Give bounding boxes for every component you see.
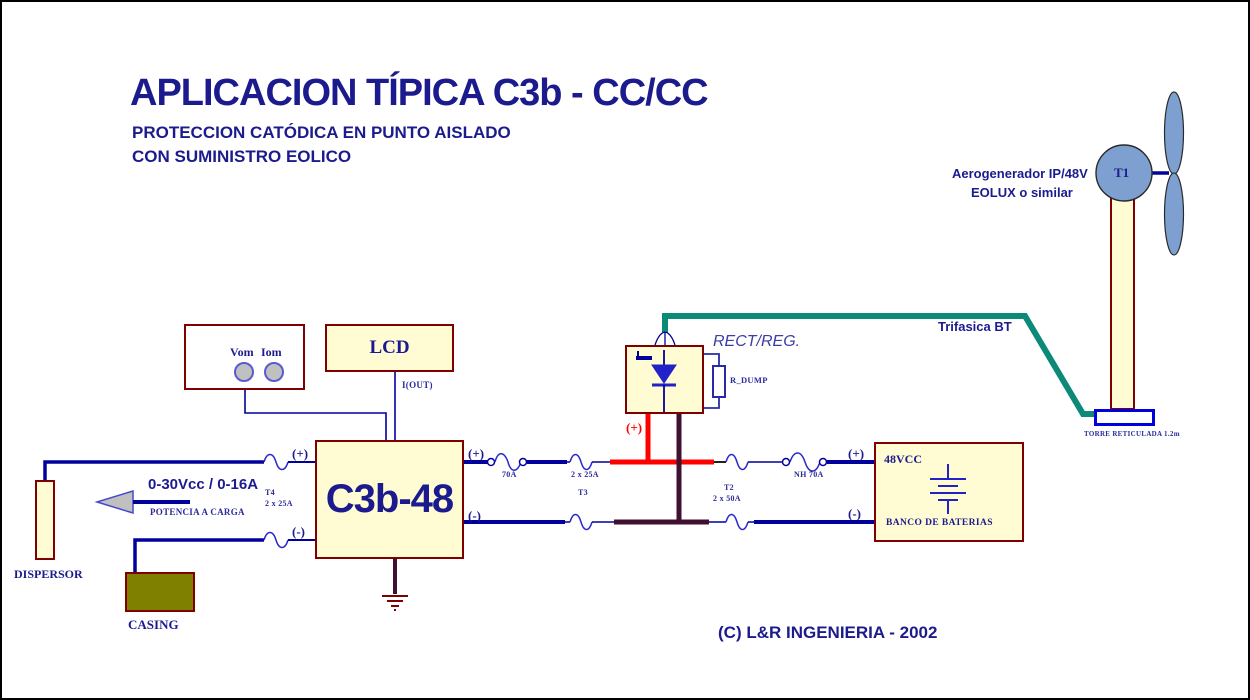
rectifier-box (625, 345, 704, 414)
output-caption-label: POTENCIA A CARGA (150, 507, 245, 517)
fuse-t2-rating: 2 x 50A (713, 494, 741, 503)
page-subtitle-1: PROTECCION CATÓDICA EN PUNTO AISLADO (132, 123, 511, 142)
turbine-tower (1110, 192, 1135, 410)
fuse-t2-negative (725, 513, 749, 531)
nh-fuse-terminal (781, 457, 791, 467)
meter-signal-wire (244, 390, 387, 440)
nh-fuse-terminal (818, 457, 828, 467)
shunt-terminal (518, 457, 528, 467)
turbine-label-line1: Aerogenerador IP/48V (952, 166, 1088, 181)
shunt-70a (494, 453, 522, 471)
fuse-t2-label: T2 (724, 483, 734, 492)
turbine-blade-lower (1163, 172, 1185, 256)
battery-voltage-label: 48VCC (884, 452, 922, 466)
battery-positive-terminal: (+) (848, 446, 865, 461)
controller-right-negative-terminal: (-) (468, 508, 481, 523)
fuse-t4-label: T4 (265, 488, 275, 497)
dispersor-anode (35, 480, 55, 560)
fuse-t3-negative (569, 513, 593, 531)
output-range-label: 0-30Vcc / 0-16A (148, 476, 259, 493)
iout-label: I(OUT) (402, 380, 433, 390)
casing-label: CASING (128, 617, 179, 632)
turbine-blade-upper (1163, 91, 1185, 175)
battery-negative-terminal: (-) (848, 506, 861, 521)
fuse-nh-70a (789, 452, 821, 472)
tower-base-label: TORRE RETICULADA 1.2m (1084, 430, 1180, 438)
controller-box: C3b-48 (315, 440, 464, 559)
fuse-t3-label: T3 (578, 488, 588, 497)
controller-left-positive-terminal: (+) (292, 446, 309, 461)
shunt-terminal (486, 457, 496, 467)
turbine-label-line2: EOLUX o similar (971, 185, 1073, 200)
rdump-resistor-icon (712, 365, 726, 398)
lcd-label: LCD (369, 337, 410, 358)
iom-label: Iom (261, 345, 282, 359)
page-subtitle-2: CON SUMINISTRO EOLICO (132, 147, 352, 166)
shunt-rating-label: 70A (502, 470, 517, 479)
rectifier-label: RECT/REG. (713, 333, 801, 350)
rdump-label: R_DUMP (730, 375, 768, 385)
three-phase-feeder-wire (662, 313, 1094, 417)
controller-left-negative-terminal: (-) (292, 524, 305, 539)
rdump-wire (704, 353, 720, 366)
feeder-label: Trifasica BT (938, 319, 1012, 334)
fuse-t4-rating: 2 x 25A (265, 499, 293, 508)
ground-icon (382, 595, 408, 611)
fuse-t3-positive (569, 453, 593, 471)
vom-knob (234, 362, 254, 382)
tower-base (1094, 409, 1155, 426)
controller-right-positive-terminal: (+) (468, 446, 485, 461)
rectifier-positive-terminal: (+) (626, 420, 643, 435)
fuse-t3-rating: 2 x 25A (571, 470, 599, 479)
vom-label: Vom (230, 345, 254, 359)
rdump-wire (704, 397, 720, 409)
controller-label: C3b-48 (325, 477, 454, 521)
fuse-nh-label: NH 70A (794, 470, 824, 479)
fuse-t4-positive (263, 453, 289, 471)
feeder-connector-icon (654, 331, 676, 346)
battery-bank-label: BANCO DE BATERIAS (886, 518, 993, 528)
page-title: APLICACION TÍPICA C3b - CC/CC (130, 72, 709, 114)
casing-block (125, 572, 195, 612)
load-arrow-icon (94, 489, 134, 515)
iom-knob (264, 362, 284, 382)
fuse-t2-positive (725, 453, 749, 471)
lcd-box: LCD (325, 324, 454, 372)
copyright-label: (C) L&R INGENIERIA - 2002 (718, 623, 938, 642)
casing-negative-wire (133, 538, 264, 572)
dispersor-label: DISPERSOR (14, 567, 83, 581)
fuse-t4-negative (263, 531, 289, 549)
turbine-hub-label: T1 (1114, 165, 1130, 180)
